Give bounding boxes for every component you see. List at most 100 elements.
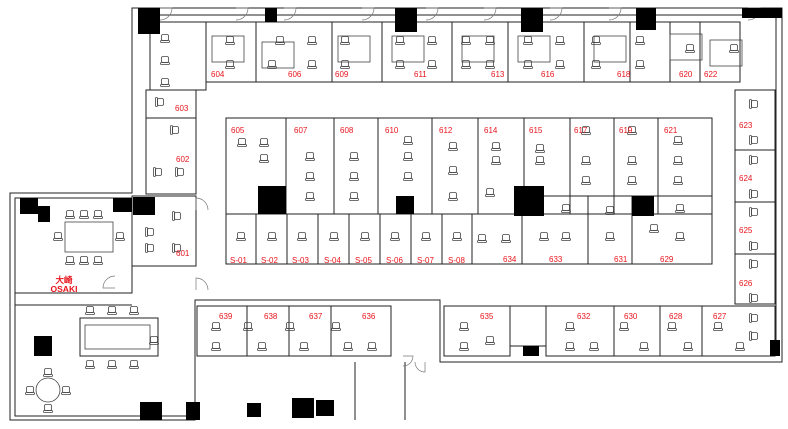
chair-seat <box>620 322 628 329</box>
chair <box>749 259 758 269</box>
chair <box>349 172 359 181</box>
chair-seat <box>298 232 306 239</box>
chair <box>305 152 315 161</box>
chair-seat <box>428 60 436 67</box>
room-label-605: 605 <box>231 126 245 135</box>
wall-column <box>133 197 155 215</box>
chair <box>581 156 591 165</box>
chair-seat <box>44 368 52 375</box>
chair-back <box>53 238 63 241</box>
chair-seat <box>650 224 658 231</box>
chair-seat <box>628 156 636 163</box>
chair-back <box>107 366 117 369</box>
chair <box>225 36 235 45</box>
chair-seat <box>306 192 314 199</box>
chair-back <box>93 262 103 265</box>
chair <box>749 189 758 199</box>
chair-back <box>340 66 350 69</box>
chair-seat <box>286 322 294 329</box>
meeting-room-osaki-label: 大崎 OSAKI <box>46 276 82 294</box>
chair-seat <box>94 256 102 263</box>
chair <box>485 188 495 197</box>
chair-back <box>395 66 405 69</box>
chair-back <box>61 392 71 395</box>
desk <box>337 35 371 63</box>
chair-seat <box>161 34 169 41</box>
chair-back <box>523 66 533 69</box>
chair <box>267 232 277 241</box>
chair-seat <box>674 156 682 163</box>
chair <box>555 60 565 69</box>
chair-seat <box>590 342 598 349</box>
chair <box>79 210 89 219</box>
chair-seat <box>492 142 500 149</box>
chair-seat <box>172 126 179 134</box>
room-outline <box>509 305 547 347</box>
chair-seat <box>524 60 532 67</box>
chair <box>43 368 53 377</box>
chair-back <box>477 240 487 243</box>
chair-seat <box>674 176 682 183</box>
chair <box>259 154 269 163</box>
chair-back <box>170 125 173 135</box>
door-swing <box>402 355 414 367</box>
chair-seat <box>237 232 245 239</box>
chair-seat <box>226 36 234 43</box>
chair-seat <box>674 136 682 143</box>
chair-back <box>155 97 158 107</box>
chair-back <box>523 42 533 45</box>
chair-seat <box>751 136 758 144</box>
chair <box>243 322 253 331</box>
chair-back <box>635 42 645 45</box>
chair-seat <box>582 176 590 183</box>
chair-seat <box>751 100 758 108</box>
chair-back <box>65 216 75 219</box>
chair <box>675 232 685 241</box>
room-label-612: 612 <box>439 126 453 135</box>
chair <box>729 44 739 53</box>
chair-back <box>448 148 458 151</box>
chair <box>749 241 758 251</box>
chair-back <box>685 50 695 53</box>
chair-seat <box>540 232 548 239</box>
chair-seat <box>636 60 644 67</box>
chair <box>107 306 117 315</box>
chair-back <box>461 42 471 45</box>
chair-back <box>639 348 649 351</box>
chair-seat <box>524 36 532 43</box>
chair-seat <box>606 206 614 213</box>
chair-seat <box>404 172 412 179</box>
chair-back <box>85 366 95 369</box>
chair <box>581 126 591 135</box>
chair-seat <box>66 210 74 217</box>
chair-seat <box>449 166 457 173</box>
building-outline <box>9 7 783 421</box>
room-label-603: 603 <box>175 104 189 113</box>
chair-seat <box>258 342 266 349</box>
chair-seat <box>26 386 34 393</box>
chair-seat <box>80 210 88 217</box>
room-label-619: 619 <box>619 126 633 135</box>
chair-back <box>491 148 501 151</box>
chair-seat <box>157 98 164 106</box>
chair-seat <box>460 322 468 329</box>
chair <box>749 99 758 109</box>
chair-back <box>675 210 685 213</box>
chair-seat <box>396 60 404 67</box>
chair-seat <box>536 144 544 151</box>
chair-seat <box>592 36 600 43</box>
chair-seat <box>300 342 308 349</box>
chair-back <box>485 194 495 197</box>
chair-back <box>448 198 458 201</box>
chair-seat <box>684 342 692 349</box>
chair-seat <box>676 232 684 239</box>
chair <box>627 156 637 165</box>
chair <box>639 342 649 351</box>
room-outline <box>145 89 197 119</box>
room-outlines <box>9 7 783 421</box>
room-label-604: 604 <box>211 70 225 79</box>
desk <box>211 35 245 63</box>
chair <box>115 232 125 241</box>
chair <box>155 97 164 107</box>
chair <box>65 256 75 265</box>
